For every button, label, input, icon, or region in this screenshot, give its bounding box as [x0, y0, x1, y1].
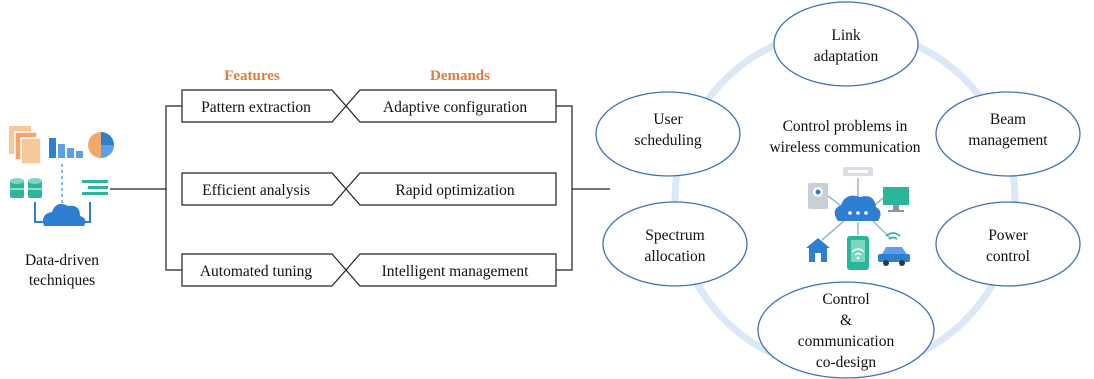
- node-user-line1: User: [653, 111, 683, 128]
- node-codesign-line4: co-design: [816, 354, 877, 371]
- document-stack-icon: [9, 126, 42, 165]
- node-beam-line2: management: [968, 132, 1048, 149]
- node-spectrum-line1: Spectrum: [645, 227, 704, 244]
- list-icon: [82, 180, 108, 195]
- pie-chart-icon: [88, 132, 114, 158]
- feature-box-1: [181, 89, 347, 123]
- node-beam-line1: Beam: [990, 111, 1026, 128]
- cloud-hub-icon: [834, 195, 881, 221]
- demand-label-1: Adaptive configuration: [383, 99, 527, 116]
- bar-chart-icon: [49, 138, 83, 158]
- feature-demand-row-2: Efficient analysis Rapid optimization: [181, 172, 557, 206]
- data-driven-icon-group: [9, 126, 114, 226]
- iot-illustration: [806, 167, 910, 270]
- node-link-adaptation: Link adaptation: [773, 1, 919, 87]
- node-spectrum-allocation: Spectrum allocation: [602, 201, 748, 287]
- node-codesign-line2: &: [840, 312, 852, 329]
- node-link-line2: adaptation: [814, 48, 879, 65]
- feature-label-2: Efficient analysis: [202, 182, 310, 199]
- center-title-line2: wireless communication: [769, 139, 920, 156]
- node-user-scheduling: User scheduling: [595, 91, 741, 177]
- feature-demand-row-1: Pattern extraction Adaptive configuratio…: [181, 89, 557, 123]
- node-control-communication-codesign: Control & communication co-design: [757, 281, 935, 379]
- desktop-icon: [883, 187, 909, 212]
- demand-label-3: Intelligent management: [382, 263, 529, 280]
- feature-box-2: [181, 172, 347, 206]
- car-icon: [878, 247, 910, 266]
- header-features: Features: [224, 68, 280, 84]
- node-power-line2: control: [986, 248, 1030, 265]
- feature-label-3: Automated tuning: [200, 263, 313, 280]
- header-demands: Demands: [430, 68, 490, 84]
- house-icon: [806, 238, 830, 262]
- node-power-control: Power control: [935, 201, 1081, 287]
- feature-label-1: Pattern extraction: [201, 99, 311, 116]
- node-codesign-line3: communication: [798, 333, 895, 350]
- node-spectrum-line2: allocation: [644, 248, 705, 265]
- demand-label-2: Rapid optimization: [395, 182, 514, 199]
- cloud-network-icon: [43, 204, 86, 226]
- left-bracket: [165, 105, 182, 271]
- demand-box-1: [345, 89, 557, 123]
- node-power-line1: Power: [988, 227, 1028, 244]
- monitor-icon: [843, 167, 873, 176]
- node-beam-management: Beam management: [935, 91, 1081, 177]
- wifi-icon: [885, 232, 901, 240]
- camera-icon: [808, 183, 828, 209]
- feature-demand-row-3: Automated tuning Intelligent management: [181, 253, 557, 287]
- right-bracket: [556, 105, 573, 271]
- feature-box-3: [181, 253, 347, 287]
- caption-line1: Data-driven: [25, 252, 99, 269]
- node-link-line1: Link: [831, 27, 861, 44]
- phone-icon: [847, 236, 869, 270]
- demand-box-3: [345, 253, 557, 287]
- demand-box-2: [345, 172, 557, 206]
- node-user-line2: scheduling: [634, 132, 701, 149]
- center-title-line1: Control problems in: [783, 118, 908, 135]
- node-codesign-line1: Control: [822, 291, 869, 308]
- caption-line2: techniques: [29, 272, 95, 289]
- database-icon: [10, 178, 42, 198]
